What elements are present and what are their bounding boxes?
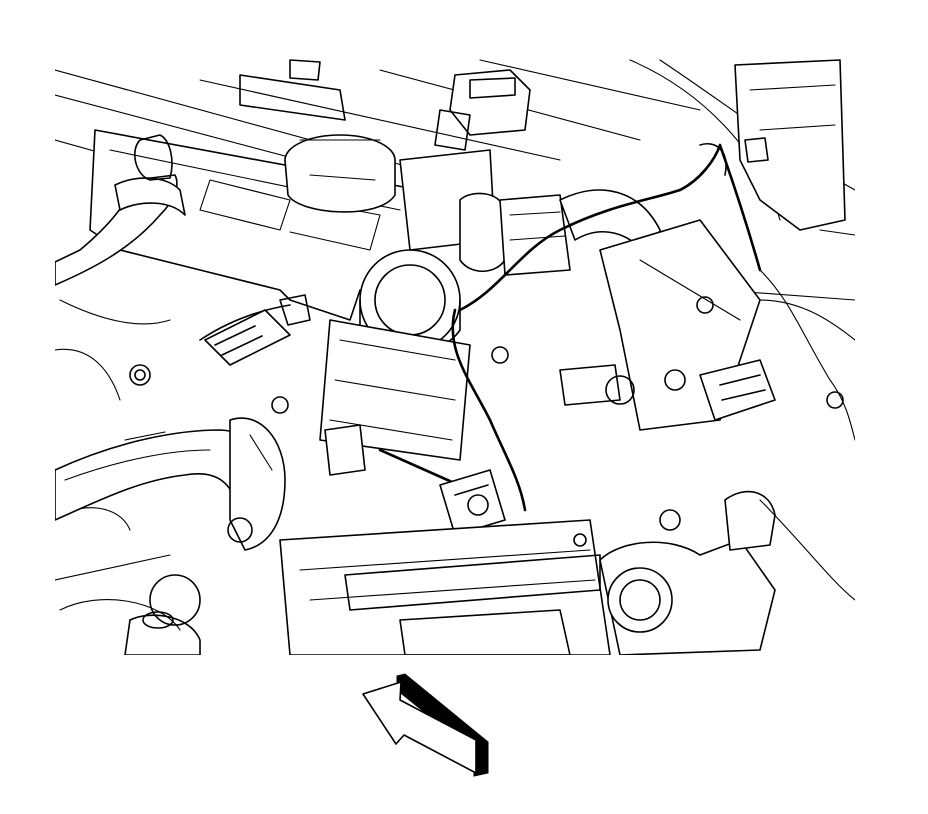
- view-direction-arrow-icon: [362, 673, 489, 777]
- lower-block: [124, 519, 611, 655]
- top-connector: [434, 69, 531, 151]
- center-electrical-connector: [324, 424, 506, 536]
- wiring-harness: [199, 143, 855, 512]
- top-right-bracket: [734, 59, 855, 236]
- sensor-module: [399, 149, 571, 276]
- thermostat-housing: [599, 490, 855, 655]
- engine-parts-group: [55, 59, 855, 655]
- right-pipe: [559, 189, 761, 431]
- oil-filler-cap: [284, 134, 396, 213]
- coolant-hose-left: [55, 417, 286, 551]
- upper-left-hose: [55, 134, 186, 325]
- left-electrical-connector: [204, 294, 311, 366]
- bolt-heads: [129, 346, 844, 547]
- right-electrical-connector: [664, 359, 776, 421]
